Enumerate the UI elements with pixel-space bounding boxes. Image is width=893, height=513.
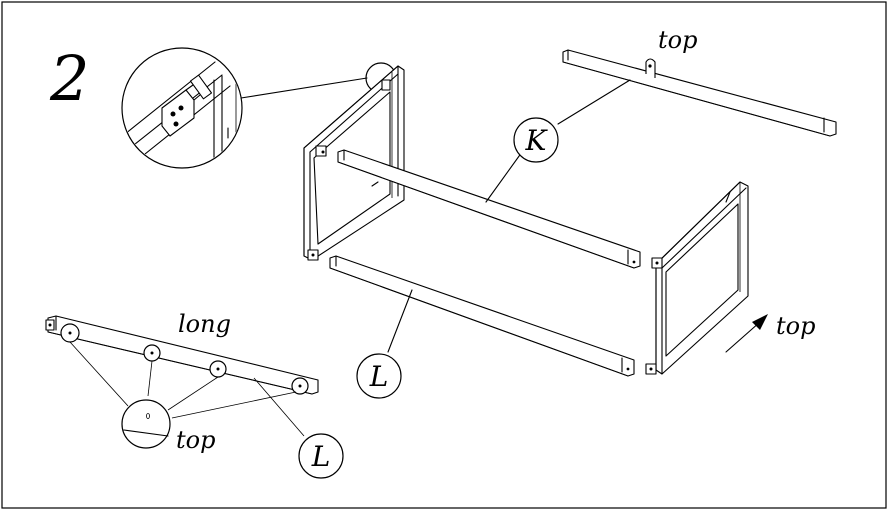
top-rail-label: top: [658, 26, 697, 54]
step-number: 2: [49, 42, 89, 115]
callout-l-main-label: L: [369, 360, 389, 393]
detail-top-label: top: [176, 426, 215, 454]
l-leader-main: [387, 289, 413, 353]
k-leader-to-top: [557, 79, 631, 125]
arrow-top-label: top: [776, 312, 815, 340]
long-label: long: [178, 310, 231, 338]
callout-l-detail: [298, 433, 344, 479]
callout-l-main: [356, 353, 402, 399]
callout-k-label: K: [525, 124, 549, 157]
direction-arrow: [725, 314, 768, 353]
hinge-detail: [121, 47, 397, 169]
rail-l-detail: [45, 315, 319, 449]
rail-k: [337, 149, 641, 269]
right-end-frame: [645, 181, 749, 375]
top-rail: [562, 49, 837, 137]
rail-l: [329, 255, 635, 377]
k-leader-to-rail: [485, 151, 523, 203]
callout-l-detail-label: L: [311, 440, 331, 473]
callout-k: [513, 117, 559, 163]
